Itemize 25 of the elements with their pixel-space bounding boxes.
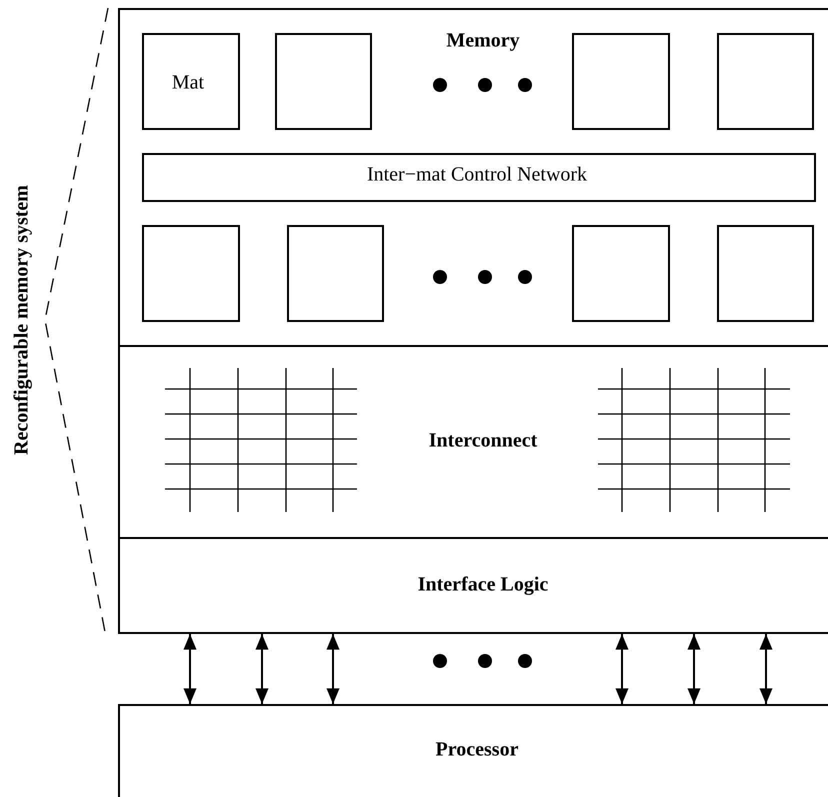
mat-box: [142, 225, 240, 322]
mat-box: [717, 225, 814, 322]
vertical-label: Reconfigurable memory system: [10, 185, 34, 455]
double-arrow: [688, 634, 700, 704]
double-arrow: [326, 634, 340, 704]
block-title: Memory: [446, 30, 520, 52]
interface-logic-block: [118, 537, 828, 634]
double-arrow: [616, 634, 628, 704]
block-label: Interface Logic: [418, 574, 548, 596]
mat-box: [142, 33, 240, 130]
mat-box: [287, 225, 384, 322]
double-arrow: [760, 634, 772, 704]
mat-box: [572, 225, 670, 322]
mat-box: [275, 33, 372, 130]
processor-block: [118, 704, 828, 797]
double-arrow: [256, 634, 268, 704]
double-arrow: [184, 634, 196, 704]
block-label: Interconnect: [428, 430, 538, 452]
network-bar: [142, 153, 816, 202]
memory-block: [118, 8, 828, 347]
block-label: Mat: [172, 72, 204, 94]
block-label: Processor: [436, 738, 518, 762]
mat-box: [717, 33, 814, 130]
block-label: Inter−mat Control Network: [366, 164, 588, 186]
mat-box: [572, 33, 670, 130]
